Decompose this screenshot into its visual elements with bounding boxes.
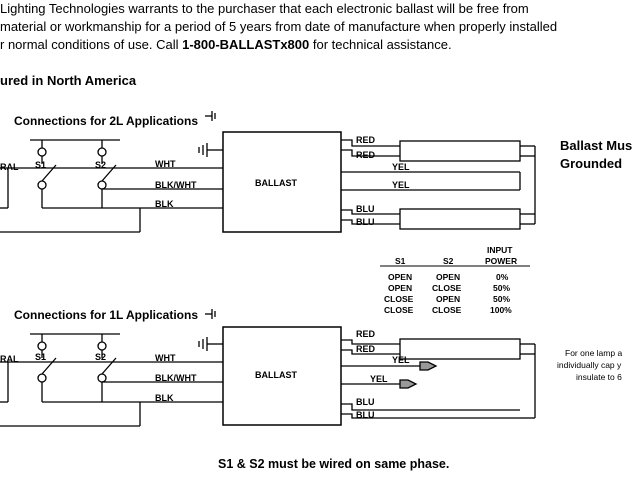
wire-yel1-2l: YEL	[392, 162, 410, 172]
table-cell: 50%	[493, 294, 511, 304]
one-lamp-note-2: individually cap y	[557, 360, 622, 370]
warranty-text: r normal conditions of use. Call	[0, 37, 183, 52]
table-cell: CLOSE	[432, 283, 462, 293]
table-cell: OPEN	[436, 272, 461, 282]
title-2l: Connections for 2L Applications	[14, 114, 199, 128]
table-header-input: INPUT	[487, 245, 513, 255]
ballast-label-1l: BALLAST	[255, 370, 297, 380]
wire-blu2-2l: BLU	[356, 217, 375, 227]
ground-top-icon-1l	[205, 309, 216, 319]
ground-icon-2l	[198, 143, 223, 157]
left-label-2l: RAL	[0, 162, 19, 172]
table-cell: 0%	[496, 272, 509, 282]
phase-note: S1 & S2 must be wired on same phase.	[218, 457, 450, 471]
wire-yel2-2l: YEL	[392, 180, 410, 190]
table-cell: 100%	[490, 305, 512, 315]
ground-top-icon-2l	[205, 111, 216, 121]
s1-label-2l: S1	[35, 160, 47, 170]
table-cell: OPEN	[436, 294, 461, 304]
wire-blkwht-1l: BLK/WHT	[155, 373, 197, 383]
wire-blkwht-2l: BLK/WHT	[155, 180, 197, 190]
table-cell: OPEN	[388, 283, 413, 293]
ballast-box-2l	[222, 131, 342, 233]
wire-blk-1l: BLK	[155, 393, 174, 403]
wire-blu2-1l: BLU	[356, 410, 375, 420]
wire-red1-1l: RED	[356, 329, 376, 339]
wire-blk-2l: BLK	[155, 199, 174, 209]
warranty-line-3: r normal conditions of use. Call 1-800-B…	[0, 36, 452, 54]
table-cell: OPEN	[388, 272, 413, 282]
table-cell: 50%	[493, 283, 511, 293]
wire-wht-1l: WHT	[155, 353, 176, 363]
ground-note-line-2: Grounded	[560, 156, 623, 171]
title-1l: Connections for 1L Applications	[14, 308, 199, 322]
wire-red2-2l: RED	[356, 150, 376, 160]
lamp-2-2l	[399, 208, 521, 230]
ground-note-line-1: Ballast Mus	[560, 138, 633, 153]
s2-label-1l: S2	[95, 352, 107, 362]
s1-label-1l: S1	[35, 352, 47, 362]
table-cell: CLOSE	[384, 305, 414, 315]
lamp-1-2l	[399, 140, 521, 162]
support-phone: 1-800-BALLASTx800	[182, 37, 310, 52]
wire-red2-1l: RED	[356, 344, 376, 354]
wire-wht-2l: WHT	[155, 159, 176, 169]
table-header-s2: S2	[443, 256, 454, 266]
s2-label-2l: S2	[95, 160, 107, 170]
made-in-label: ured in North America	[0, 73, 137, 88]
one-lamp-note-3: insulate to 6	[576, 372, 622, 382]
ballast-label-2l: BALLAST	[255, 178, 297, 188]
lamp-1l	[399, 338, 521, 360]
wire-blu1-1l: BLU	[356, 397, 375, 407]
table-cell: CLOSE	[432, 305, 462, 315]
wire-yel2-1l: YEL	[370, 374, 388, 384]
wire-blu1-2l: BLU	[356, 204, 375, 214]
table-header-s1: S1	[395, 256, 406, 266]
wire-red1-2l: RED	[356, 135, 376, 145]
warranty-text-end: for technical assistance.	[309, 37, 452, 52]
one-lamp-note-1: For one lamp a	[565, 348, 623, 358]
table-cell: CLOSE	[384, 294, 414, 304]
wire-cap-icon-1	[419, 361, 438, 371]
warranty-line-1: Lighting Technologies warrants to the pu…	[0, 1, 529, 16]
warranty-line-2: material or workmanship for a period of …	[0, 19, 558, 34]
left-label-1l: RAL	[0, 354, 19, 364]
wire-yel1-1l: YEL	[392, 355, 410, 365]
ballast-box-1l	[222, 326, 342, 426]
ground-icon-1l	[198, 337, 223, 351]
wire-cap-icon-2	[399, 379, 418, 389]
table-header-power: POWER	[485, 256, 518, 266]
